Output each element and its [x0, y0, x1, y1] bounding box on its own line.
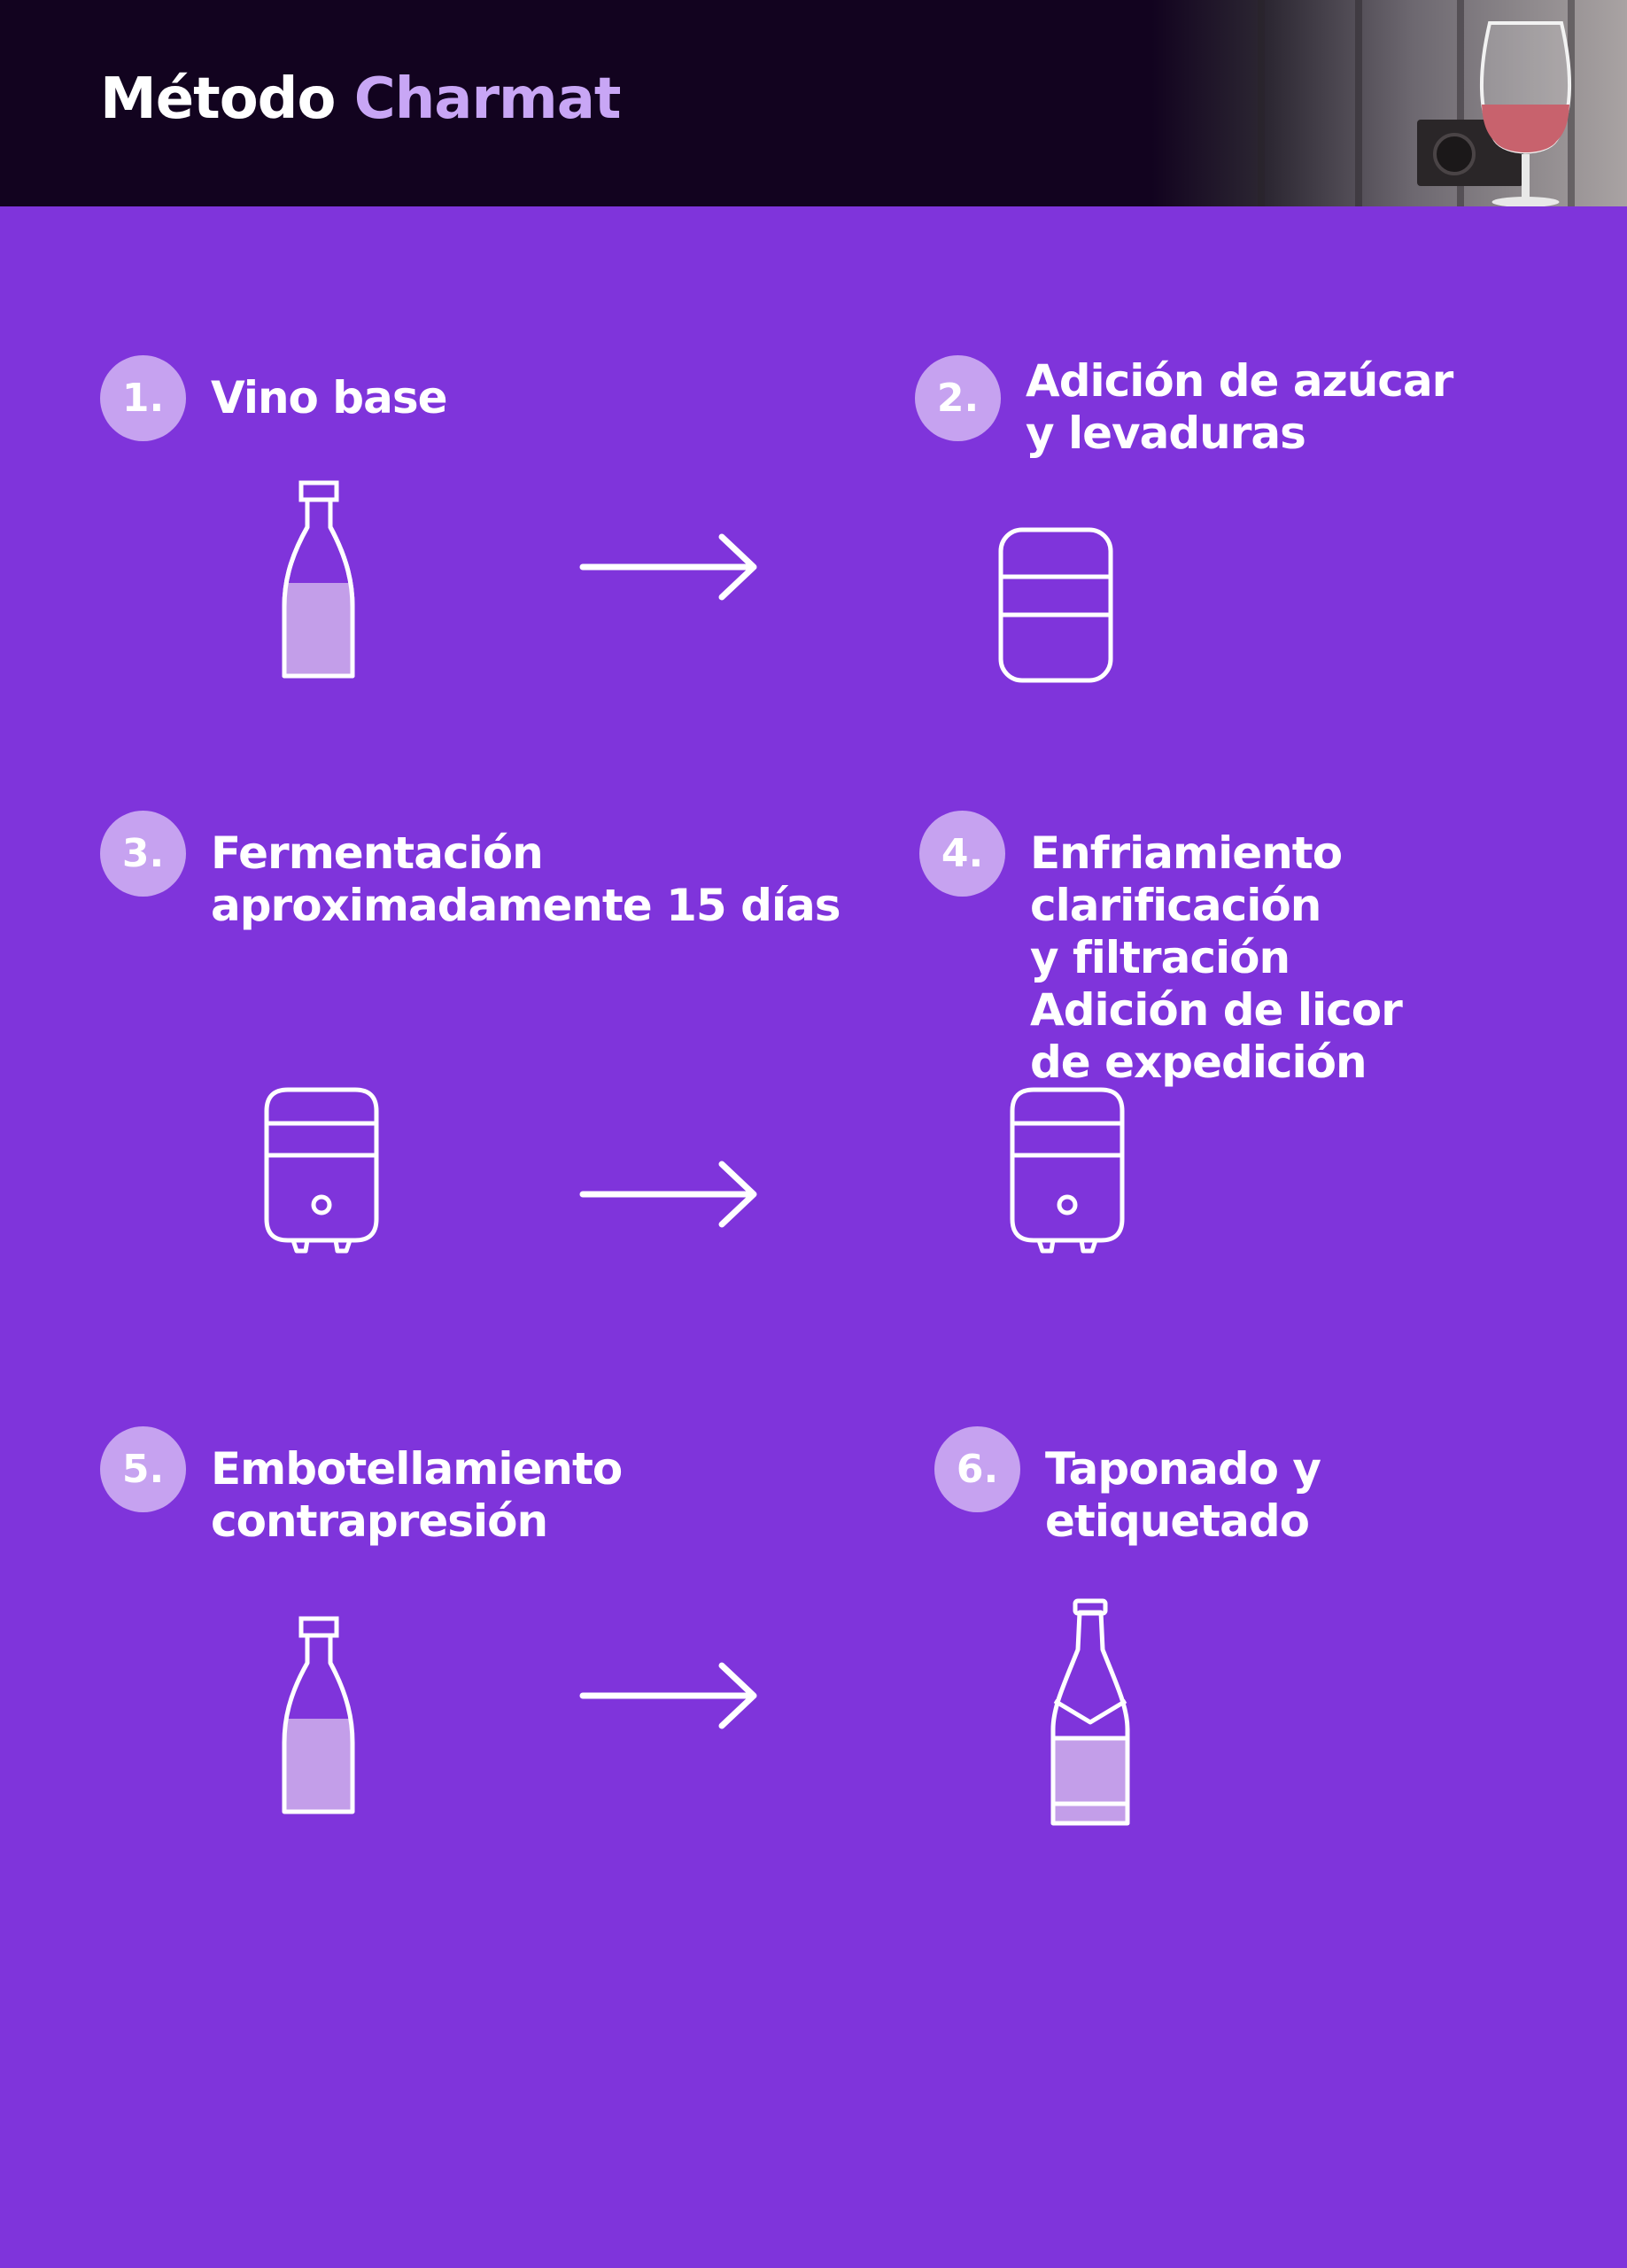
- header-bar: Método Charmat: [0, 0, 1627, 206]
- wine-bottle-icon: [282, 1616, 355, 1814]
- step-3: 3. Fermentación aproximadamente 15 días: [100, 811, 841, 932]
- step-label: Taponado y etiquetado: [1045, 1443, 1321, 1547]
- step-label: Vino base: [211, 372, 448, 423]
- wine-glass-icon: [1480, 21, 1571, 206]
- fermentation-tank-icon: [1010, 1087, 1125, 1254]
- page-title: Método Charmat: [100, 71, 621, 128]
- sparkling-bottle-icon: [1050, 1598, 1130, 1826]
- step-5: 5. Embotellamiento contrapresión: [100, 1426, 623, 1548]
- title-main: Método: [100, 66, 336, 132]
- step-4: 4. Enfriamiento clarificación y filtraci…: [919, 811, 1627, 1089]
- wine-bottle-icon: [282, 480, 355, 679]
- step-2: 2. Adición de azúcar y levaduras: [915, 355, 1453, 460]
- step-number-badge: 3.: [100, 811, 186, 897]
- step-label: Embotellamiento contrapresión: [211, 1443, 623, 1547]
- step-number-badge: 1.: [100, 355, 186, 441]
- step-label: Fermentación aproximadamente 15 días: [211, 827, 841, 931]
- step-label: Enfriamiento clarificación y filtración …: [1030, 827, 1403, 1088]
- step-number-badge: 4.: [919, 811, 1005, 897]
- arrow-right-icon: [579, 533, 757, 601]
- step-label: Adición de azúcar y levaduras: [1026, 355, 1453, 459]
- step-number-badge: 5.: [100, 1426, 186, 1512]
- arrow-right-icon: [579, 1161, 757, 1228]
- step-number-badge: 6.: [934, 1426, 1020, 1512]
- arrow-right-icon: [579, 1662, 757, 1729]
- title-accent: Charmat: [353, 66, 622, 132]
- header-photo: [1151, 0, 1627, 206]
- step-number-badge: 2.: [915, 355, 1001, 441]
- step-6: 6. Taponado y etiquetado: [934, 1426, 1321, 1548]
- step-1: 1. Vino base: [100, 355, 448, 441]
- fermentation-tank-icon: [264, 1087, 379, 1254]
- tank-icon: [998, 527, 1113, 683]
